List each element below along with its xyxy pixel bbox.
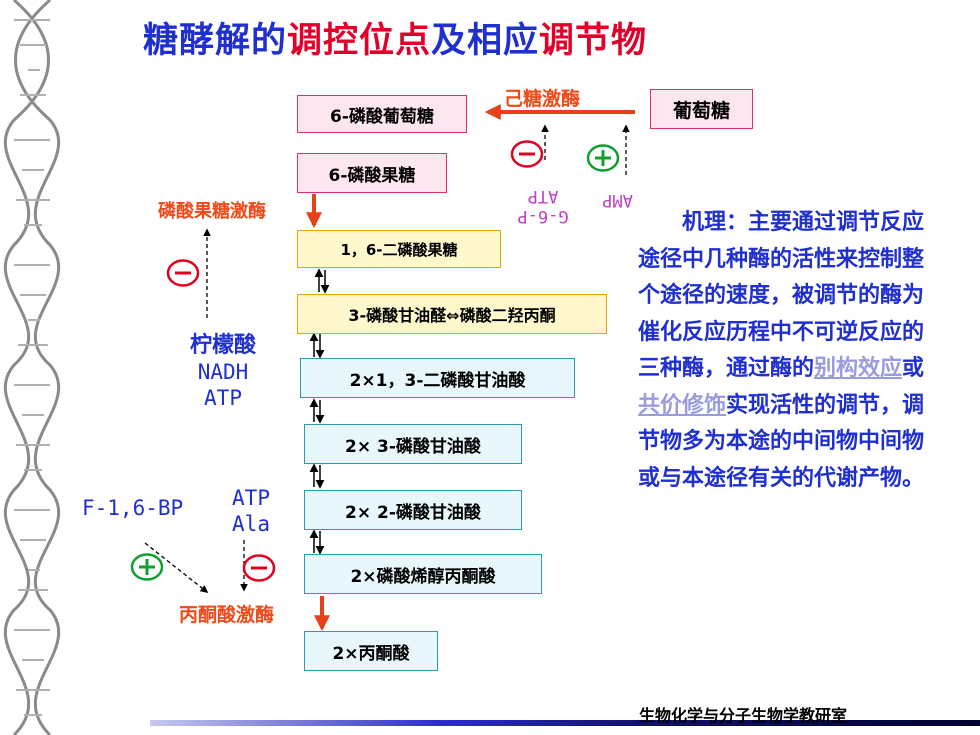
box-fbp: 1，6-二磷酸果糖 — [297, 230, 501, 268]
pfk-inhibitor-1: 柠檬酸 — [189, 333, 256, 358]
title-part3: 及相应 — [431, 21, 540, 61]
hk-inhibitor-1: G-6-P — [517, 206, 569, 226]
minus-icon — [166, 259, 200, 287]
box-triose: 3-磷酸甘油醛⇔磷酸二羟丙酮 — [297, 294, 607, 334]
minus-icon — [510, 140, 544, 168]
pk-inhibitor-1: ATP — [232, 486, 270, 510]
enzyme-pk: 丙酮酸激酶 — [179, 604, 275, 626]
pfk-inhibitor-2: NADH — [197, 360, 249, 384]
link-allosteric[interactable]: 别构效应 — [814, 356, 903, 381]
title-part2: 调控位点 — [287, 21, 432, 61]
box-pyruvate: 2×丙酮酸 — [304, 631, 438, 671]
pk-activator: F-1,6-BP — [82, 496, 184, 520]
dna-helix-decoration — [3, 0, 61, 735]
pfk-inhibitor-3: ATP — [204, 386, 242, 410]
hk-activator: AMP — [590, 190, 645, 210]
link-covalent-modification[interactable]: 共价修饰 — [638, 392, 727, 418]
box-g6p: 6-磷酸葡萄糖 — [297, 95, 467, 133]
desc-text-2: 或 — [902, 356, 925, 381]
box-glucose: 葡萄糖 — [650, 89, 753, 129]
plus-icon — [586, 144, 620, 172]
box-pep: 2×磷酸烯醇丙酮酸 — [304, 554, 542, 594]
enzyme-hexokinase: 己糖激酶 — [504, 88, 581, 110]
minus-icon — [242, 554, 276, 582]
footer-department: 生物化学与分子生物学教研室 — [639, 706, 848, 725]
pfk-inhibitors: 柠檬酸 NADH ATP — [168, 333, 278, 411]
pk-inhibitor-2: Ala — [232, 512, 270, 536]
title-part1: 糖酵解的 — [143, 21, 288, 61]
box-pg2: 2× 2-磷酸甘油酸 — [304, 490, 522, 530]
title-part4: 调节物 — [539, 21, 648, 61]
box-pg3: 2× 3-磷酸甘油酸 — [304, 424, 522, 464]
hk-inhibitor-2: ATP — [527, 186, 559, 206]
box-bpg13: 2×1，3-二磷酸甘油酸 — [300, 358, 575, 398]
enzyme-pfk: 磷酸果糖激酶 — [158, 201, 266, 222]
hk-activator-label: AMP — [602, 190, 633, 210]
page-title: 糖酵解的调控位点及相应调节物 — [143, 12, 647, 63]
desc-text-1: 机理：主要通过调节反应途径中几种酶的活性来控制整个途径的速度，被调节的酶为催化反… — [638, 210, 925, 381]
desc-text-3: 实现活性的调节，调节物多为本途的中间物中间物或与本途径有关的代谢产物。 — [638, 392, 925, 491]
box-f6p: 6-磷酸果糖 — [297, 153, 447, 193]
pk-inhibitors: ATP Ala — [226, 485, 276, 537]
mechanism-description: 机理：主要通过调节反应途径中几种酶的活性来控制整个途径的速度，被调节的酶为催化反… — [638, 205, 938, 497]
footer-bar — [150, 720, 980, 726]
hk-inhibitors: G-6-P ATP — [503, 186, 583, 226]
plus-icon — [130, 553, 164, 581]
